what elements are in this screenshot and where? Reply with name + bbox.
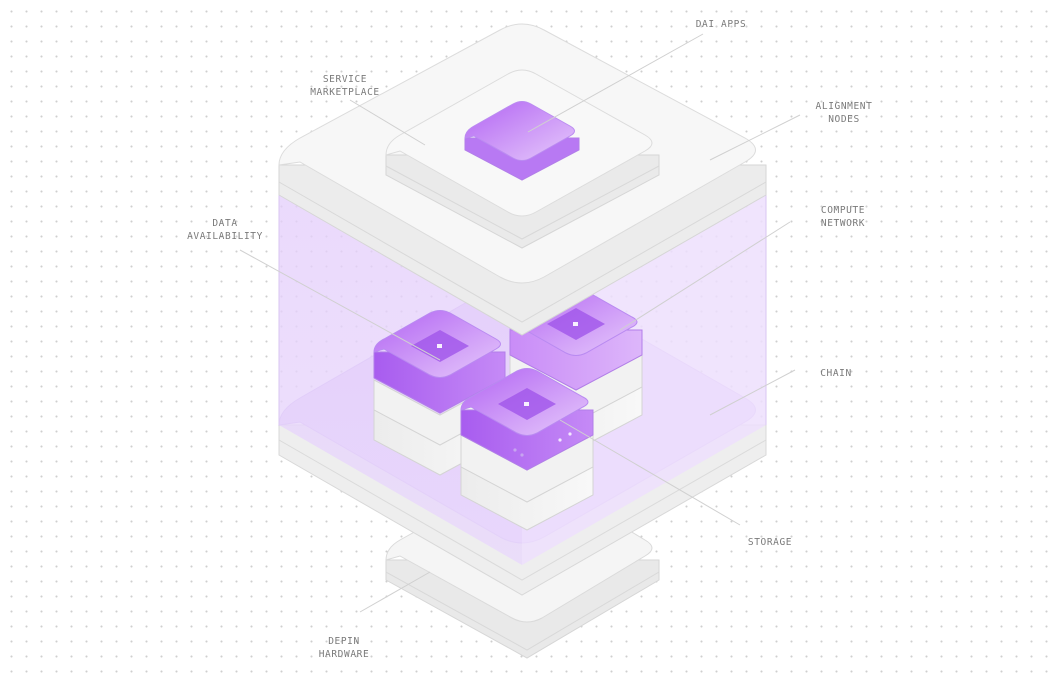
label-chain: CHAIN (820, 367, 852, 380)
connector-alignment-nodes (709, 114, 801, 161)
label-depin-hardware: DEPIN HARDWARE (319, 635, 370, 661)
label-storage: STORAGE (748, 536, 792, 549)
label-depin-hardware-line-2: HARDWARE (318, 649, 370, 660)
server-stack-front (460, 368, 594, 531)
label-data-availability: DATA AVAILABILITY (187, 217, 263, 243)
connector-dai-apps (527, 33, 704, 133)
label-compute-network-line-2: NETWORK (820, 218, 866, 229)
label-dai-apps: DAI APPS (696, 18, 747, 31)
label-alignment-nodes-line-2: NODES (828, 114, 860, 125)
connector-chain (709, 369, 796, 416)
label-service-marketplace-line-1: SERVICE (322, 74, 368, 85)
label-data-availability-line-1: DATA (212, 218, 238, 229)
label-service-marketplace: SERVICE MARKETPLACE (310, 73, 380, 99)
dai-apps-chip (464, 101, 580, 181)
label-storage-line-1: STORAGE (747, 537, 793, 548)
connector-service-marketplace (349, 99, 426, 146)
connector-compute-network (619, 221, 791, 331)
label-alignment-nodes-line-1: ALIGNMENT (815, 101, 873, 112)
label-chain-line-1: CHAIN (820, 368, 852, 379)
label-alignment-nodes: ALIGNMENT NODES (816, 100, 873, 126)
connector-lines (239, 33, 801, 613)
label-service-marketplace-line-2: MARKETPLACE (310, 87, 380, 98)
label-depin-hardware-line-1: DEPIN (328, 636, 360, 647)
label-data-availability-line-2: AVAILABILITY (187, 231, 263, 242)
label-dai-apps-line-1: DAI APPS (695, 19, 747, 30)
connector-storage (559, 419, 741, 526)
connector-data-availability (239, 249, 441, 361)
connector-depin-hardware (359, 571, 431, 613)
label-compute-network-line-1: COMPUTE (820, 205, 866, 216)
label-compute-network: COMPUTE NETWORK (821, 204, 865, 230)
